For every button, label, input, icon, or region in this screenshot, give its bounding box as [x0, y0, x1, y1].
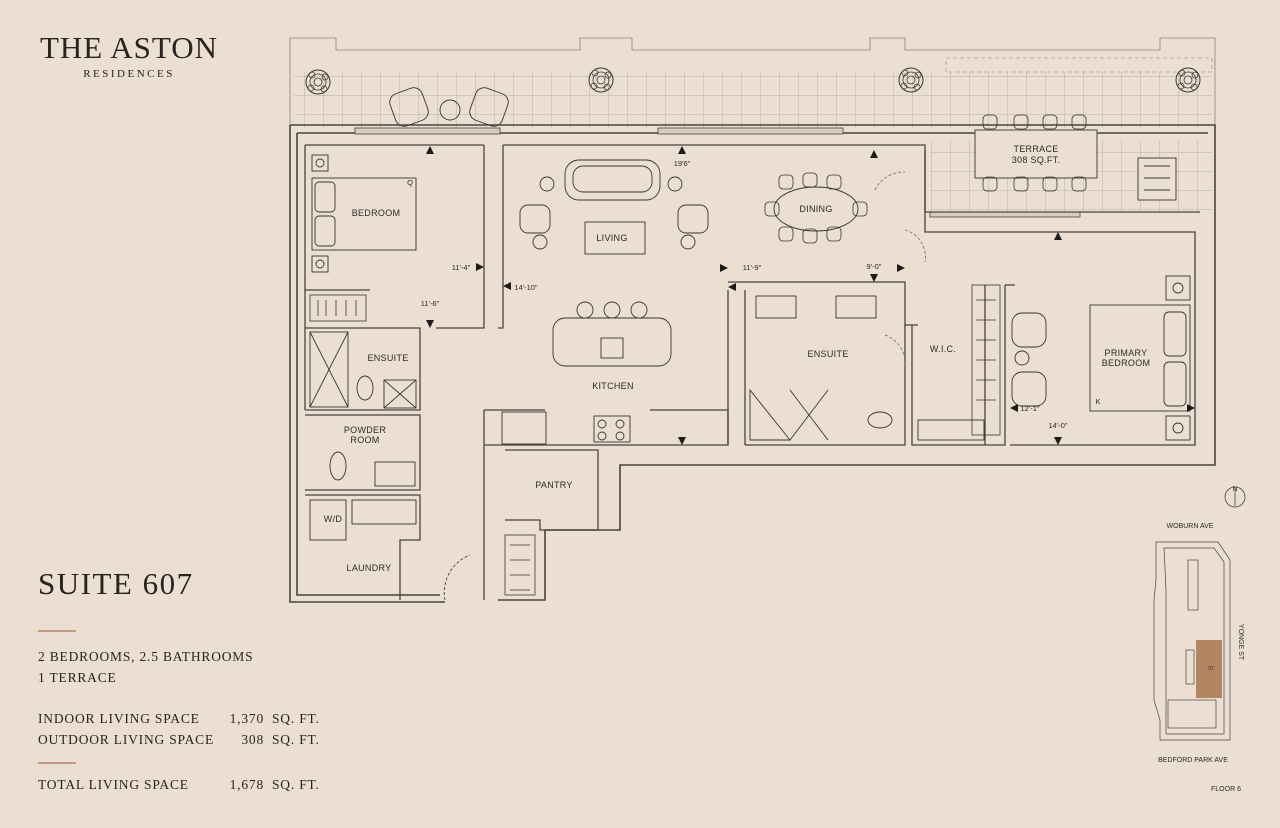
dimension-label: 14'-0"	[1048, 421, 1067, 430]
total-unit: SQ. FT.	[272, 777, 320, 792]
space-row-indoor: INDOOR LIVING SPACE 1,370 SQ. FT.	[38, 708, 320, 729]
street-woburn: WOBURN AVE	[1167, 523, 1214, 530]
pantry-shelves	[443, 534, 536, 601]
room-label-ensuite: ENSUITE	[367, 353, 408, 363]
suite-title: SUITE 607	[38, 566, 194, 601]
dimension-label: 14'-10"	[514, 283, 538, 292]
dimension-arrows	[426, 146, 1195, 445]
room-label-wic: W.I.C.	[930, 344, 956, 354]
dimension-label: 11'-6"	[421, 299, 440, 308]
total-value: 1,678	[229, 777, 264, 792]
street-yonge: YONGE ST	[1237, 624, 1244, 661]
key-map: N WOBURN AVE YONGE ST BEDFORD PARK AVE 0…	[1153, 486, 1246, 793]
site-outline	[1153, 541, 1231, 741]
room-label-powder: POWDER	[344, 425, 387, 435]
divider-rule	[38, 630, 76, 632]
total-label: TOTAL LIVING SPACE	[38, 777, 189, 792]
brand-logo: THE ASTON RESIDENCES	[38, 30, 220, 80]
space-label: OUTDOOR LIVING SPACE	[38, 732, 215, 747]
room-label-wd: W/D	[324, 514, 343, 524]
suite-summary: 2 BEDROOMS, 2.5 BATHROOMS 1 TERRACE	[38, 646, 253, 688]
total-table: TOTAL LIVING SPACE 1,678 SQ. FT.	[38, 774, 320, 795]
dimension-label: 19'6"	[674, 159, 691, 168]
window-strips	[354, 127, 1081, 218]
room-label-laundry: LAUNDRY	[347, 563, 392, 573]
dimension-label: 12'-1"	[1020, 404, 1039, 413]
bed-size-mark: Q	[407, 178, 413, 187]
room-label-ensuite: ENSUITE	[807, 349, 848, 359]
dimension-label: 11'-9"	[743, 263, 762, 272]
street-bedford: BEDFORD PARK AVE	[1158, 757, 1228, 764]
space-unit: SQ. FT.	[272, 732, 320, 747]
room-label-powder-room: ROOM	[350, 435, 379, 445]
living-furniture	[519, 159, 709, 255]
room-label-primary: PRIMARY	[1105, 348, 1148, 358]
north-compass-icon	[1224, 486, 1246, 508]
dining-furniture	[764, 172, 868, 244]
bedroom-bed	[311, 154, 417, 273]
room-label-pantry: PANTRY	[535, 480, 572, 490]
bedrooms-line: 2 BEDROOMS, 2.5 BATHROOMS	[38, 649, 254, 664]
dimension-label: 11'-4"	[452, 263, 471, 272]
brand-title: THE ASTON	[39, 30, 219, 65]
room-label-primary-bedroom: BEDROOM	[1102, 358, 1151, 368]
space-table: INDOOR LIVING SPACE 1,370 SQ. FT. OUTDOO…	[38, 708, 320, 750]
unit-number: 07	[1208, 666, 1214, 672]
floor-label: FLOOR 6	[1211, 786, 1241, 793]
space-unit: SQ. FT.	[272, 711, 320, 726]
primary-bed	[1011, 275, 1191, 441]
terrace-table	[974, 114, 1177, 201]
room-label-living: LIVING	[596, 233, 627, 243]
north-label: N	[1232, 486, 1237, 493]
unit-highlight	[1196, 640, 1222, 698]
room-label-terrace: TERRACE	[1013, 144, 1058, 154]
kitchen-furniture	[501, 301, 672, 445]
interior-walls	[304, 144, 1200, 600]
divider-rule	[38, 762, 76, 764]
closet-shelving	[309, 284, 1001, 436]
door-swings	[874, 171, 926, 366]
lounge-chairs	[389, 87, 509, 127]
space-row-outdoor: OUTDOOR LIVING SPACE 308 SQ. FT.	[38, 729, 320, 750]
space-value: 308	[241, 732, 264, 747]
bed-size-mark: K	[1095, 397, 1100, 406]
space-label: INDOOR LIVING SPACE	[38, 711, 200, 726]
room-label-dining: DINING	[799, 204, 832, 214]
balcony-outline	[289, 37, 1216, 125]
brand-subtitle: RESIDENCES	[83, 68, 175, 80]
terrace-line: 1 TERRACE	[38, 670, 117, 685]
room-label-terrace-area: 308 SQ.FT.	[1012, 155, 1061, 165]
space-row-total: TOTAL LIVING SPACE 1,678 SQ. FT.	[38, 774, 320, 795]
space-value: 1,370	[229, 711, 264, 726]
balcony-tiles	[294, 72, 1212, 128]
dimension-label: 9'-0"	[867, 262, 882, 271]
room-label-kitchen: KITCHEN	[592, 381, 634, 391]
ensuite-fixtures	[309, 295, 985, 541]
room-label-bedroom: BEDROOM	[352, 208, 401, 218]
